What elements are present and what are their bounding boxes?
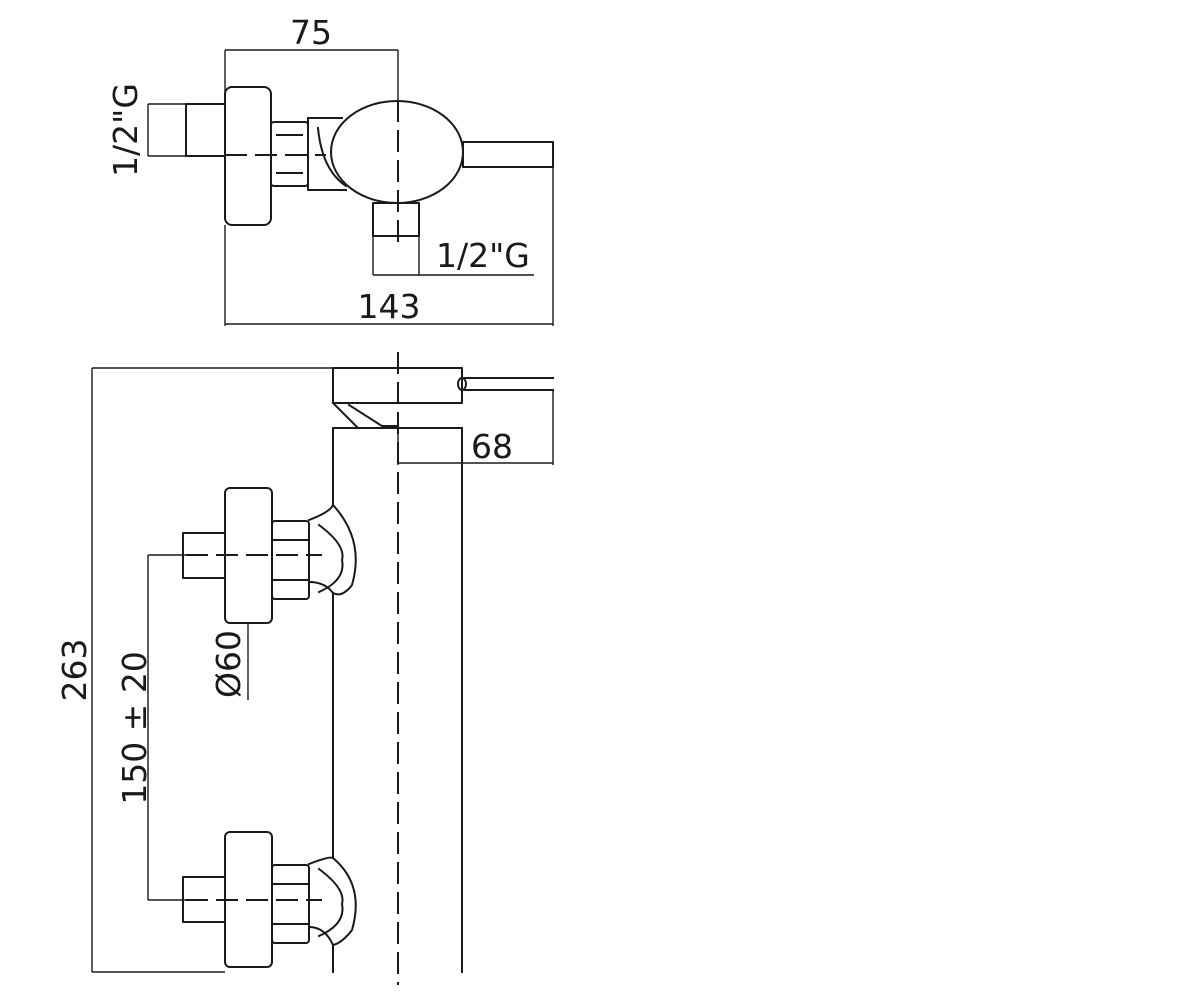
dimension-68: 68 <box>397 390 554 466</box>
mixer-body <box>331 367 554 973</box>
dim-label-143: 143 <box>358 287 421 326</box>
dimension-75: 75 <box>224 13 399 100</box>
dimension-150: 150 ± 20 <box>115 554 186 901</box>
front-view: 263 68 <box>55 352 554 985</box>
dim-label-75: 75 <box>290 13 332 52</box>
dim-label-150: 150 ± 20 <box>115 651 154 805</box>
top-view-body <box>185 86 554 276</box>
dim-label-263: 263 <box>55 639 94 702</box>
dim-label-diameter-60: Ø60 <box>209 630 248 698</box>
dim-label-bottom-outlet: 1/2"G <box>436 236 530 275</box>
lower-inlet-assembly <box>182 831 357 968</box>
dim-label-68: 68 <box>471 427 513 466</box>
dimension-left-inlet: 1/2"G <box>106 83 186 177</box>
top-view: 75 1/2"G <box>106 13 554 326</box>
dimension-diameter-60: Ø60 <box>209 623 249 700</box>
dim-label-left-inlet: 1/2"G <box>106 83 145 177</box>
upper-inlet-assembly <box>182 487 357 624</box>
dimension-263: 263 <box>55 367 333 973</box>
dimension-143: 143 <box>224 167 554 326</box>
